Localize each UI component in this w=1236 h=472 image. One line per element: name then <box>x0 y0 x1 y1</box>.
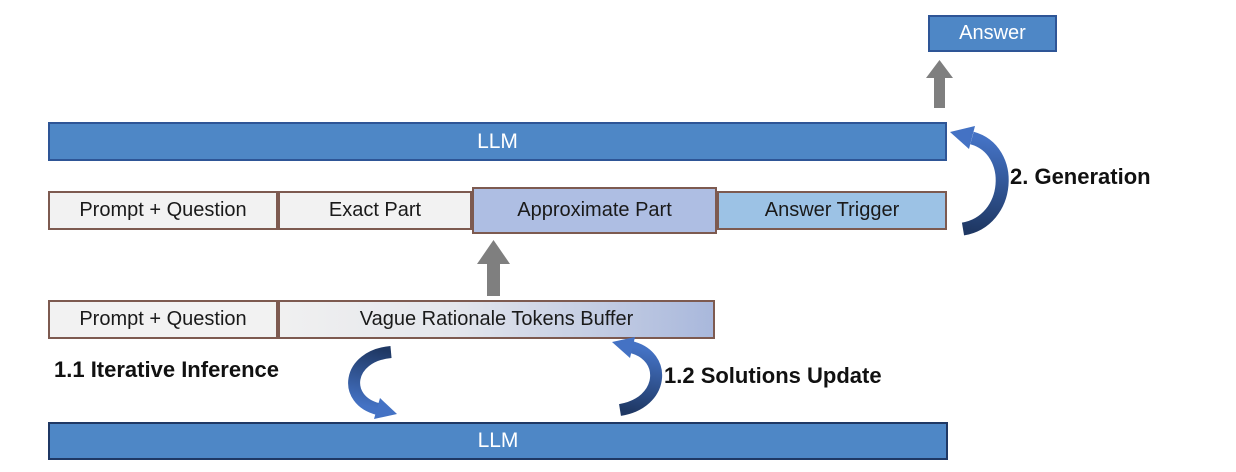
buffer-prompt-question: Prompt + Question <box>48 300 278 339</box>
generation-curve-arrow-icon <box>950 126 1009 236</box>
solutions-update-label: 1.2 Solutions Update <box>664 363 882 388</box>
up-arrow-buffer-icon <box>477 240 510 296</box>
solutions-curve-arrow-icon <box>612 337 662 416</box>
vague-rationale-buffer: Vague Rationale Tokens Buffer <box>278 300 715 339</box>
llm-bar-bottom: LLM <box>48 422 948 460</box>
iterative-inference-label: 1.1 Iterative Inference <box>54 357 280 382</box>
segment-approximate-part: Approximate Part <box>472 187 717 234</box>
segment-exact-part: Exact Part <box>278 191 472 230</box>
up-arrow-answer-icon <box>926 60 953 108</box>
generation-label: 2. Generation <box>1010 164 1151 189</box>
answer-box: Answer <box>928 15 1057 52</box>
segment-answer-trigger: Answer Trigger <box>717 191 947 230</box>
iterative-curve-arrow-icon <box>348 346 397 419</box>
llm-bar-top: LLM <box>48 122 947 161</box>
segment-prompt-question: Prompt + Question <box>48 191 278 230</box>
